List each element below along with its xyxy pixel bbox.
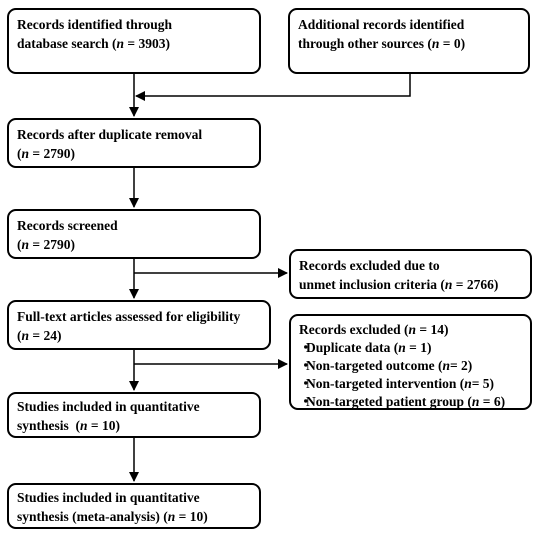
additional-records-line2: through other sources (n = 0) (298, 36, 466, 51)
records-after-duplicates-line1: Records after duplicate removal (17, 127, 203, 142)
studies-included-quantitative-box: Studies included in quantitative synthes… (7, 392, 261, 438)
records-excluded-reasons-title: Records excluded (n = 14) (299, 322, 449, 337)
records-after-duplicates-line2: (n = 2790) (17, 146, 75, 161)
exclusion-reason-outcome: ・Non-targeted outcome (n= 2) (299, 358, 473, 373)
records-identified-box: Records identified through database sear… (7, 8, 261, 74)
studies-included-meta-analysis-line1: Studies included in quantitative (17, 490, 200, 505)
full-text-assessed-line1: Full-text articles assessed for eligibil… (17, 309, 241, 324)
arrow-additional-merge (135, 74, 411, 101)
records-excluded-criteria-line1: Records excluded due to (299, 258, 440, 273)
records-screened-line2: (n = 2790) (17, 237, 75, 252)
records-excluded-criteria-box: Records excluded due to unmet inclusion … (289, 249, 532, 299)
records-identified-line1: Records identified through (17, 17, 173, 32)
records-excluded-reasons-box: Records excluded (n = 14) ・Duplicate dat… (289, 314, 532, 410)
studies-included-quantitative-line1: Studies included in quantitative (17, 399, 200, 414)
bullet-icon: ・ (299, 340, 313, 355)
records-after-duplicates-box: Records after duplicate removal (n = 279… (7, 118, 261, 168)
studies-included-meta-analysis-box: Studies included in quantitative synthes… (7, 483, 261, 529)
bullet-icon: ・ (299, 376, 313, 391)
bullet-icon: ・ (299, 394, 313, 409)
exclusion-reason-duplicate-data: ・Duplicate data (n = 1) (299, 340, 432, 355)
studies-included-quantitative-line2: synthesis (n = 10) (17, 418, 120, 433)
additional-records-line1: Additional records identified (298, 17, 465, 32)
records-excluded-criteria-line2: unmet inclusion criteria (n = 2766) (299, 277, 499, 292)
records-identified-line2: database search (n = 3903) (17, 36, 170, 51)
studies-included-meta-analysis-line2: synthesis (meta-analysis) (n = 10) (17, 509, 208, 524)
full-text-assessed-line2: (n = 24) (17, 328, 62, 343)
records-screened-line1: Records screened (17, 218, 118, 233)
full-text-assessed-box: Full-text articles assessed for eligibil… (7, 300, 271, 350)
exclusion-reason-intervention: ・Non-targeted intervention (n= 5) (299, 376, 495, 391)
records-screened-box: Records screened (n = 2790) (7, 209, 261, 259)
bullet-icon: ・ (299, 358, 313, 373)
additional-records-box: Additional records identified through ot… (288, 8, 530, 74)
exclusion-reason-patient-group: ・Non-targeted patient group (n = 6) (299, 394, 506, 409)
